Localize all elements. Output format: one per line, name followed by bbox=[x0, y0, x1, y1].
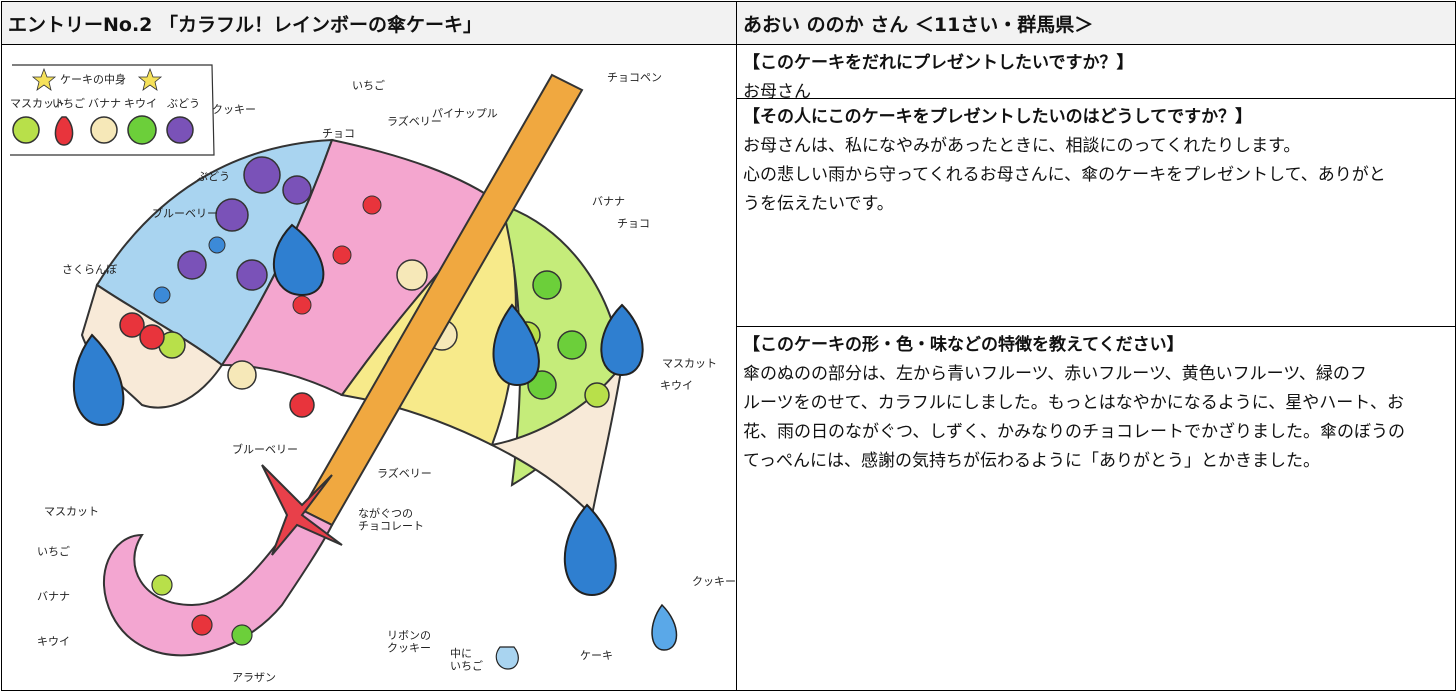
label-choco: チョコ bbox=[322, 127, 355, 140]
label-muscat-left: マスカット bbox=[44, 505, 99, 518]
question-reason: 【その人にこのケーキをプレゼントしたいのはどうしてですか？】 bbox=[743, 107, 1253, 127]
label-blueberry-top: ブルーベリー bbox=[152, 206, 218, 220]
strawberry-icon bbox=[54, 116, 74, 146]
question-features: 【このケーキの形・色・味などの特徴を教えてください】 bbox=[743, 335, 1184, 355]
umbrella-cake-illustration: ケーキの中身 マスカット いちご バナナ キウイ ぶどう bbox=[10, 64, 736, 684]
label-strawberry-left: いちご bbox=[37, 544, 70, 558]
label-muscat-right: マスカット bbox=[662, 357, 717, 370]
cherry-icon bbox=[119, 312, 145, 338]
handle-hook bbox=[102, 508, 334, 657]
label-ribbon-cookie: リボンのクッキー bbox=[387, 629, 431, 655]
label-grape: ぶどう bbox=[197, 170, 230, 183]
answer-features: 傘のぬのの部分は、左から青いフルーツ、赤いフルーツ、黄色いフルーツ、緑のフ ルー… bbox=[743, 364, 1405, 471]
umbrella-handle bbox=[102, 73, 584, 657]
cake-drawing: ケーキの中身 マスカット いちご バナナ キウイ ぶどう bbox=[1, 44, 737, 691]
muscat-icon bbox=[12, 116, 40, 144]
answer-reason: お母さんは、私になやみがあったときに、相談にのってくれたりします。 心の悲しい雨… bbox=[743, 136, 1386, 214]
qa-features: 【このケーキの形・色・味などの特徴を教えてください】 傘のぬのの部分は、左から青… bbox=[737, 327, 1455, 687]
question-recipient: 【このケーキをだれにプレゼントしたいですか？】 bbox=[743, 53, 1134, 73]
answer-recipient: お母さん bbox=[743, 82, 811, 102]
legend-title: ケーキの中身 bbox=[60, 72, 126, 86]
label-raspberry-mid: ラズベリー bbox=[377, 466, 432, 480]
author-line: あおい ののか さん ＜11さい・群馬県＞ bbox=[736, 1, 1456, 45]
legend-kiwi: キウイ bbox=[124, 97, 157, 110]
ribbon-cookie bbox=[261, 464, 343, 556]
label-kiwi-right: キウイ bbox=[660, 379, 693, 392]
label-kiwi-left: キウイ bbox=[37, 635, 70, 648]
star-icon bbox=[137, 67, 163, 91]
label-raspberry-top: ラズベリー bbox=[387, 114, 442, 128]
raindrop-cookie-icon bbox=[651, 603, 678, 651]
grape-icon bbox=[166, 116, 194, 144]
entry-title: エントリーNo.2 「カラフル！レインボーの傘ケーキ」 bbox=[1, 1, 737, 45]
label-cake: ケーキ bbox=[580, 649, 613, 662]
illustration-labels: クッキー いちご チョコ ラズベリー パイナップル チョコペン ぶどう ブルーベ… bbox=[37, 71, 736, 684]
kiwi-icon bbox=[127, 115, 157, 145]
fruit-legend: ケーキの中身 マスカット いちご バナナ キウイ ぶどう bbox=[10, 64, 215, 156]
legend-grape: ぶどう bbox=[167, 97, 200, 110]
raindrops bbox=[72, 223, 678, 670]
label-cookie-top: クッキー bbox=[212, 103, 256, 116]
label-pineapple: パイナップル bbox=[432, 107, 498, 120]
label-silver-ball: アラザン bbox=[232, 671, 276, 684]
label-cherry: さくらんぼ bbox=[62, 263, 117, 276]
label-choco-pen: チョコペン bbox=[607, 71, 662, 84]
raindrop-icon bbox=[273, 223, 325, 297]
legend-banana: バナナ bbox=[88, 97, 121, 110]
label-banana-right: バナナ bbox=[592, 195, 625, 208]
legend-muscat: マスカット bbox=[10, 97, 65, 110]
label-strawberry-top: いちご bbox=[352, 78, 385, 92]
label-boots-choco: ながぐつのチョコレート bbox=[358, 506, 424, 533]
raindrop-icon bbox=[600, 303, 644, 377]
label-blueberry-mid: ブルーベリー bbox=[232, 442, 298, 456]
qa-column: 【このケーキをだれにプレゼントしたいですか？】 お母さん 【その人にこのケーキを… bbox=[736, 44, 1456, 691]
banana-icon bbox=[90, 116, 118, 144]
label-inside-strawberry: 中にいちご bbox=[450, 647, 483, 673]
qa-recipient: 【このケーキをだれにプレゼントしたいですか？】 お母さん bbox=[737, 45, 1455, 102]
star-icon bbox=[31, 67, 57, 91]
legend-strawberry: いちご bbox=[52, 96, 85, 110]
raindrop-cake-icon bbox=[495, 646, 519, 670]
label-choco-right: チョコ bbox=[617, 217, 650, 230]
raindrop-icon bbox=[72, 333, 125, 427]
label-banana-left: バナナ bbox=[37, 590, 70, 603]
raindrop-icon bbox=[492, 303, 540, 387]
raindrop-icon bbox=[563, 503, 617, 597]
label-cookie-bottom: クッキー bbox=[692, 575, 736, 588]
qa-reason: 【その人にこのケーキをプレゼントしたいのはどうしてですか？】 お母さんは、私にな… bbox=[737, 99, 1455, 327]
